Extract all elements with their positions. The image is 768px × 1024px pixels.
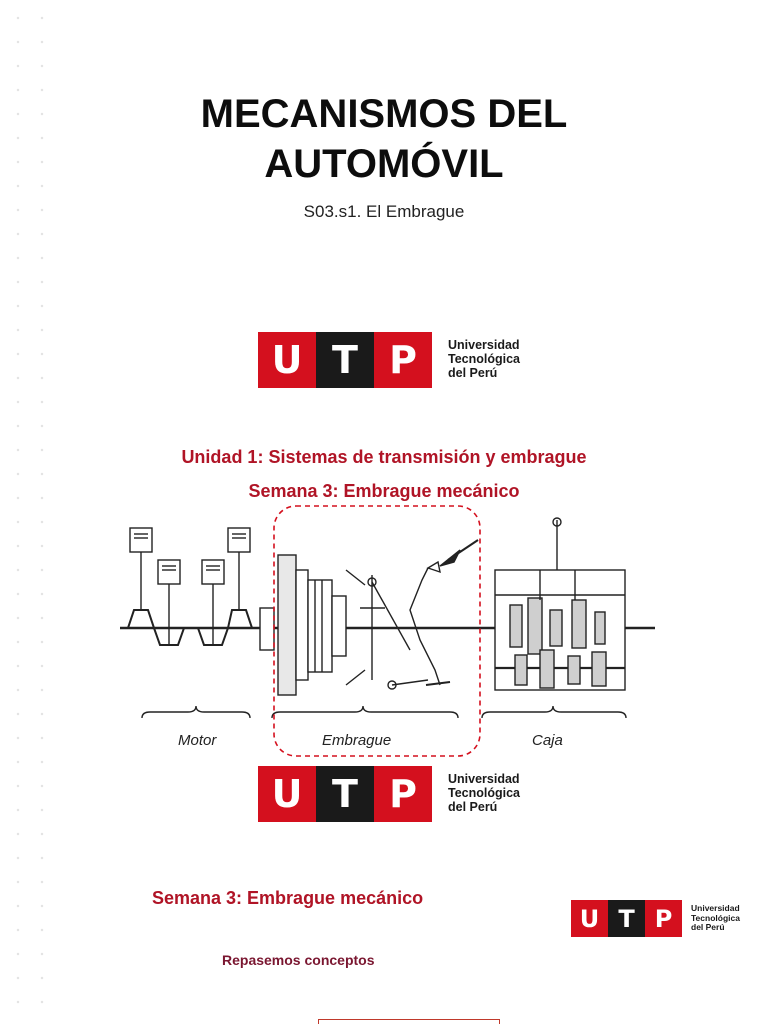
logo-name-line1: Universidad	[448, 338, 520, 353]
logo-letter-t: T	[608, 900, 645, 937]
bottom-outlined-box	[318, 1019, 500, 1024]
logo-name-line3: del Perú	[448, 365, 498, 380]
utp-logo-small: U T P Universidad Tecnológica del Perú	[571, 900, 740, 937]
page-area	[60, 0, 768, 1024]
logo-letter-p: P	[374, 332, 432, 388]
logo-letter-t: T	[316, 766, 374, 822]
logo-letter-p: P	[645, 900, 682, 937]
logo-name-line2: Tecnológica	[448, 786, 521, 801]
logo-name-line2: Tecnológica	[691, 912, 740, 923]
logo-letter-t: T	[316, 332, 374, 388]
week-heading: Semana 3: Embrague mecánico	[248, 481, 520, 501]
review-concepts-text: Repasemos conceptos	[222, 952, 375, 968]
gearbox	[494, 517, 626, 691]
logo-letter-u: U	[571, 900, 608, 937]
utp-logo: U T P Universidad Tecnológica del Perú	[258, 332, 520, 388]
clutch-highlight	[273, 505, 481, 757]
utp-logo-mark: U T P	[571, 900, 682, 937]
clutch-assembly	[277, 539, 479, 696]
logo-name-line1: Universidad	[448, 772, 520, 787]
page-title-line2: AUTOMÓVIL	[264, 142, 504, 186]
logo-name-line3: del Perú	[448, 799, 498, 814]
logo-letter-p: P	[374, 766, 432, 822]
logo-name-line3: del Perú	[691, 922, 725, 933]
label-motor: Motor	[178, 732, 217, 749]
logo-name-line1: Universidad	[691, 903, 740, 914]
logo-university-name: Universidad Tecnológica del Perú	[448, 773, 520, 814]
clutch-diagram-drawing	[120, 505, 655, 757]
page-subtitle: S03.s1. El Embrague	[303, 202, 465, 221]
logo-name-line2: Tecnológica	[448, 352, 521, 367]
section-heading: Semana 3: Embrague mecánico	[152, 888, 424, 908]
utp-logo-mark: U T P	[258, 332, 432, 388]
unit-heading: Unidad 1: Sistemas de transmisión y embr…	[181, 447, 587, 467]
logo-university-name: Universidad Tecnológica del Perú	[691, 904, 740, 932]
label-clutch: Embrague	[322, 732, 392, 749]
engine-pistons	[129, 527, 251, 645]
label-gearbox: Caja	[532, 732, 563, 749]
clutch-diagram: Motor Embrague Caja	[110, 500, 670, 765]
utp-logo-secondary: U T P Universidad Tecnológica del Perú	[258, 766, 520, 822]
logo-letter-u: U	[258, 766, 316, 822]
page-title-line1: MECANISMOS DEL	[200, 92, 568, 136]
logo-university-name: Universidad Tecnológica del Perú	[448, 339, 520, 380]
utp-logo-mark: U T P	[258, 766, 432, 822]
logo-letter-u: U	[258, 332, 316, 388]
